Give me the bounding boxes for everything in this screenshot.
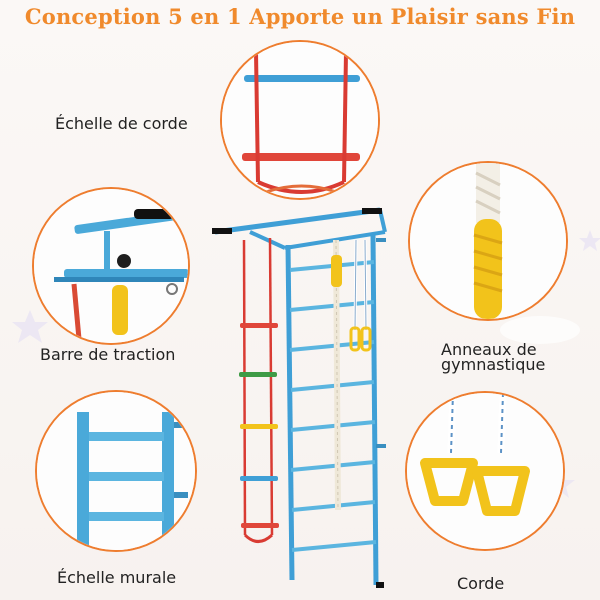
rope-ladder-image: [222, 42, 378, 198]
rope-ladder-label: Échelle de corde: [55, 114, 188, 133]
rope-ladder-circle: [222, 42, 378, 198]
pull-up-bar-image: [34, 189, 188, 343]
gym-rings-label-line2: gymnastique: [441, 355, 546, 374]
climbing-rope-image: [410, 163, 566, 319]
page-title: Conception 5 en 1 Apporte un Plaisir san…: [24, 4, 576, 29]
pull-up-bar-circle: [34, 189, 188, 343]
climbing-rope-circle: [410, 163, 566, 319]
gym-rings-image: [407, 393, 563, 549]
rope-label: Corde: [457, 574, 505, 593]
wall-ladder-label: Échelle murale: [57, 568, 177, 587]
wall-ladder-circle: [37, 392, 195, 550]
pull-up-bar-label: Barre de traction: [40, 345, 176, 364]
gym-rings-label-line1: Anneaux de: [441, 340, 537, 359]
gym-rings-circle: [407, 393, 563, 549]
wall-ladder-image: [37, 392, 195, 550]
star-decoration: [579, 230, 600, 251]
